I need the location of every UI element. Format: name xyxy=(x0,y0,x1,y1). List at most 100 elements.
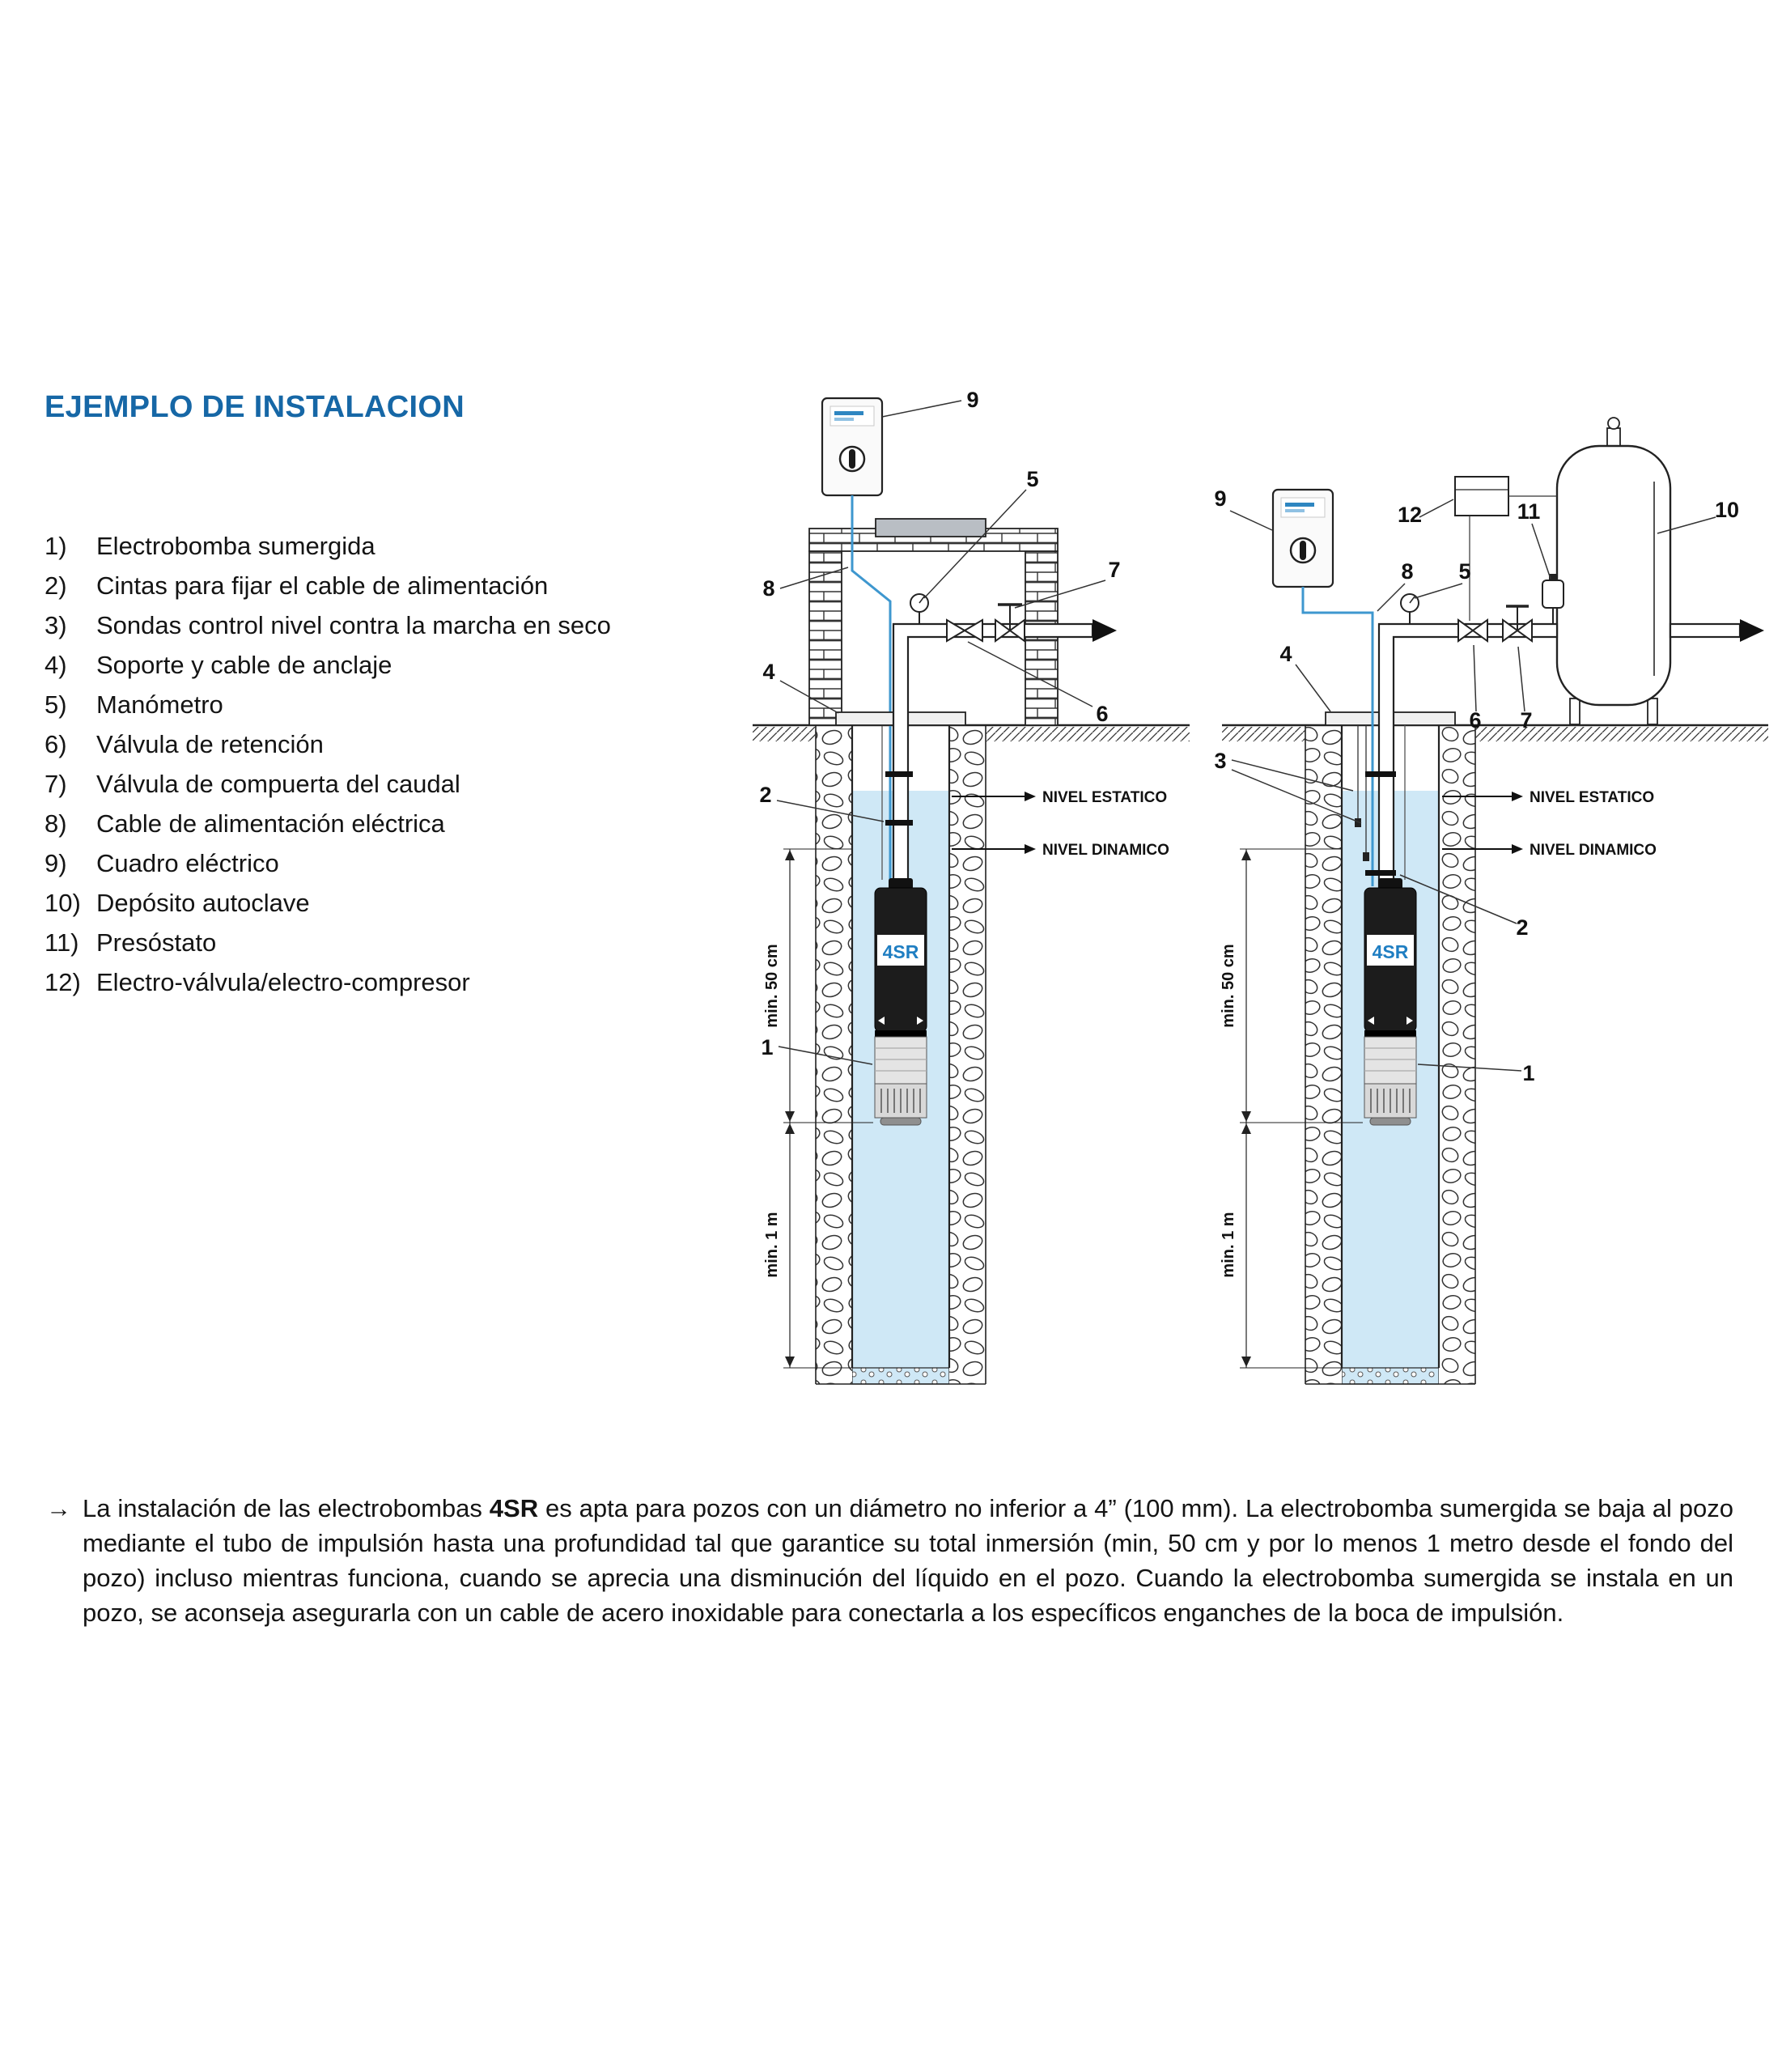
note-text-before: La instalación de las electrobombas xyxy=(83,1494,490,1522)
gate-valve xyxy=(995,603,1025,643)
callout-2: 2 xyxy=(759,783,771,807)
legend-item-label: Válvula de compuerta del caudal xyxy=(96,770,460,798)
arrow-bullet-icon: → xyxy=(46,1494,71,1522)
callout-5: 5 xyxy=(1026,467,1038,491)
well-bottom-gravel xyxy=(1341,1367,1440,1385)
legend-item: 10) Depósito autoclave xyxy=(45,883,611,923)
legend-item-label: Depósito autoclave xyxy=(96,889,310,917)
submersible-pump: 4SR xyxy=(1364,878,1417,1126)
callout-8: 8 xyxy=(1401,559,1413,584)
legend-item: 11)Presóstato xyxy=(45,923,611,962)
callout-9: 9 xyxy=(966,388,978,412)
brand-logo xyxy=(834,411,863,415)
legend-item-label: Cuadro eléctrico xyxy=(96,849,279,877)
legend-item: 9)Cuadro eléctrico xyxy=(45,843,611,883)
callout-9: 9 xyxy=(1214,486,1226,511)
callout-7: 7 xyxy=(1108,558,1120,582)
pressure-gauge xyxy=(910,593,929,624)
callout-10: 10 xyxy=(1715,498,1739,522)
tank-leg xyxy=(1569,698,1580,725)
pressure-tank xyxy=(1555,417,1672,725)
legend-item-label: Manómetro xyxy=(96,690,223,719)
water-level-labels: NIVEL ESTATICO NIVEL DINAMICO xyxy=(1442,789,1657,859)
submersible-pump: 4SR xyxy=(874,878,927,1126)
callout-6-leader xyxy=(967,641,1093,707)
callout-11: 11 xyxy=(1517,499,1541,524)
note-text-after: es apta para pozos con un diámetro no in… xyxy=(83,1494,1734,1627)
legend-item: 4) Soporte y cable de anclaje xyxy=(45,645,611,685)
installation-note: → La instalación de las electrobombas 4S… xyxy=(46,1491,1733,1630)
callout-5-leader xyxy=(923,489,1027,599)
page-title: EJEMPLO DE INSTALACION xyxy=(45,390,465,424)
legend-item-label: Cable de alimentación eléctrica xyxy=(96,809,445,838)
legend-item-number: 1) xyxy=(45,532,67,560)
legend-item-number: 6) xyxy=(45,730,67,758)
flow-arrow xyxy=(1740,619,1764,642)
min-bottom-dim: min. 1 m xyxy=(763,1212,781,1277)
power-cable xyxy=(1301,587,1374,886)
callout-8: 8 xyxy=(762,576,774,601)
legend-item-number: 11) xyxy=(45,928,79,957)
well-wall-left xyxy=(1305,724,1342,1384)
callout-7-leader xyxy=(1517,646,1525,712)
callouts: 9 5 7 8 4 6 2 1 xyxy=(759,388,1121,1065)
callout-11-leader xyxy=(1531,523,1551,580)
diagram-well-with-pressure-tank: 4SR NIVEL ESTATICO NIVEL DINAMICO xyxy=(1214,417,1768,1385)
well-bottom-gravel xyxy=(851,1367,950,1385)
callout-4-leader xyxy=(779,680,839,714)
flow-arrow xyxy=(1093,619,1117,642)
pressure-gauge xyxy=(1400,593,1419,624)
callout-5: 5 xyxy=(1458,559,1470,584)
legend-list: 1) Electrobomba sumergida 2) Cintas para f… xyxy=(45,526,611,1002)
static-level-label: NIVEL ESTATICO xyxy=(1042,789,1167,806)
pump-model-label: 4SR xyxy=(1373,941,1409,962)
callout-7-leader xyxy=(1014,580,1106,609)
min-bottom-dim: min. 1 m xyxy=(1220,1212,1237,1277)
legend-item-number: 3) xyxy=(45,611,67,639)
cable-straps xyxy=(885,771,913,826)
tank-top-fitting xyxy=(1606,427,1621,448)
electric-panel xyxy=(1271,488,1334,588)
callout-6: 6 xyxy=(1469,708,1481,732)
callout-8-leader xyxy=(1377,583,1406,612)
min-submersion-dim: min. 50 cm xyxy=(1220,944,1237,1027)
callout-2: 2 xyxy=(1516,915,1528,940)
legend-item: 1) Electrobomba sumergida xyxy=(45,526,611,566)
callout-12-leader xyxy=(1419,499,1454,518)
legend-item-label: Soporte y cable de anclaje xyxy=(96,651,392,679)
legend-item: 7)Válvula de compuerta del caudal xyxy=(45,764,611,804)
cable-straps xyxy=(1365,771,1396,876)
legend-item-number: 8) xyxy=(45,809,67,838)
water-level-labels: NIVEL ESTATICO NIVEL DINAMICO xyxy=(952,789,1169,859)
brand-logo xyxy=(1285,503,1314,507)
callout-1: 1 xyxy=(1522,1061,1534,1085)
well-wall-right xyxy=(1439,724,1475,1384)
legend-item: 2) Cintas para fijar el cable de alimenta… xyxy=(45,566,611,605)
callout-2-leader xyxy=(776,800,885,822)
dimension-lines: min. 50 cm min. 1 m xyxy=(763,848,873,1369)
callout-1-leader xyxy=(1417,1064,1522,1072)
legend-item-label: Sondas control nivel contra la marcha en… xyxy=(96,611,611,639)
callout-1-leader xyxy=(778,1046,873,1065)
static-level-label: NIVEL ESTATICO xyxy=(1530,789,1654,806)
callout-1: 1 xyxy=(761,1035,773,1059)
legend-item-label: Cintas para fijar el cable de alimentaci… xyxy=(96,571,549,600)
electro-valve-compressor xyxy=(1454,476,1557,621)
legend-item: 5)Manómetro xyxy=(45,685,611,724)
callout-6-leader xyxy=(1473,644,1477,712)
callout-8-leader xyxy=(779,567,849,589)
dynamic-level-label: NIVEL DINAMICO xyxy=(1530,842,1657,859)
electric-panel xyxy=(821,397,884,497)
legend-item-label: Electrobomba sumergida xyxy=(96,532,375,560)
legend-item-number: 10) xyxy=(45,889,81,917)
callout-4: 4 xyxy=(762,660,774,684)
legend-item-number: 4) xyxy=(45,651,67,679)
legend-item-number: 2) xyxy=(45,571,67,600)
callout-10-leader xyxy=(1657,516,1716,534)
legend-item-number: 12) xyxy=(45,968,81,996)
callout-7: 7 xyxy=(1520,708,1532,732)
legend-item-label: Válvula de retención xyxy=(96,730,324,758)
ground xyxy=(1222,724,1768,741)
callout-4-leader xyxy=(1295,664,1331,712)
